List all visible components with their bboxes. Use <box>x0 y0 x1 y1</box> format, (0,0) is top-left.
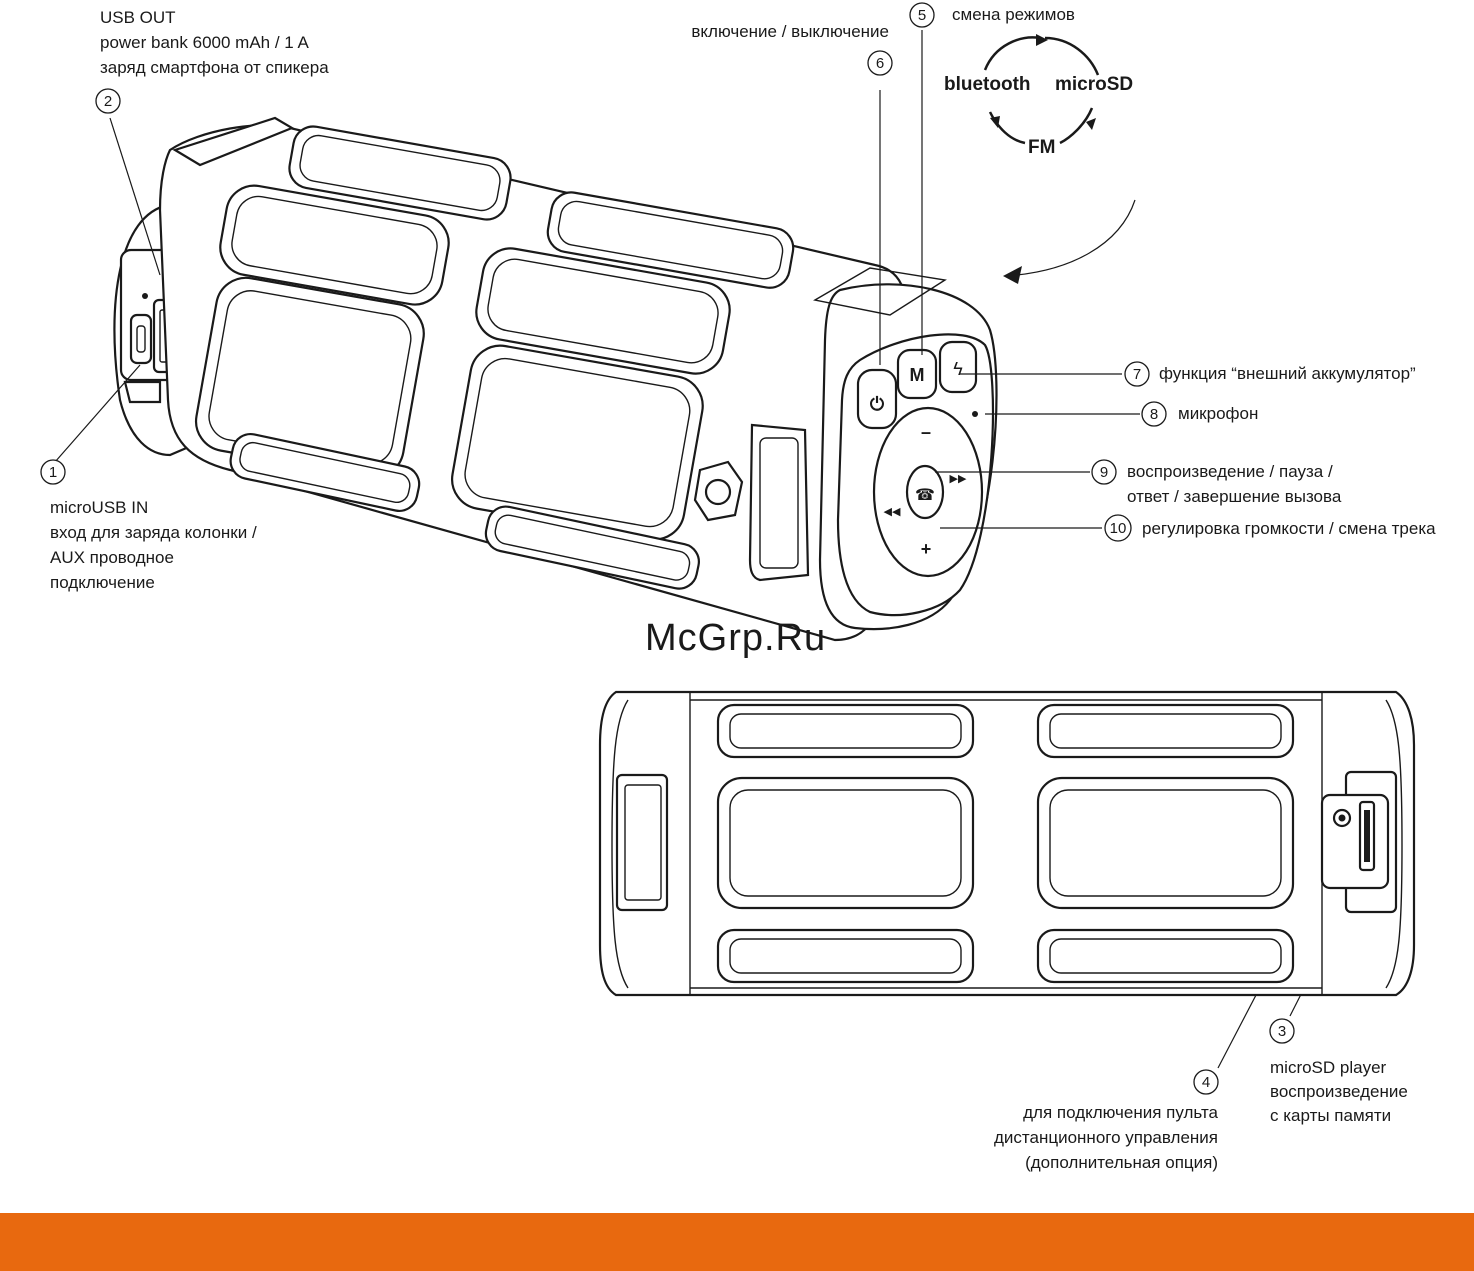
svg-text:9: 9 <box>1100 464 1108 481</box>
svg-text:⏻: ⏻ <box>870 394 885 414</box>
callout-8: 8 <box>1141 401 1167 427</box>
speaker-bottom-view <box>598 690 1416 997</box>
grill-top-1 <box>288 125 512 221</box>
lightning-icon: ϟ <box>953 359 963 379</box>
label-remote-line3: (дополнительная опция) <box>1025 1153 1218 1172</box>
text-labels: USB OUT power bank 6000 mAh / 1 A заряд … <box>50 5 1436 1172</box>
left-clip <box>615 773 669 912</box>
label-remote-line1: для подключения пульта <box>1023 1103 1218 1122</box>
label-microsd-line2: воспроизведение <box>1270 1082 1408 1101</box>
bottom-grill-low-right <box>1036 928 1295 984</box>
label-microusb-line2: вход для заряда колонки / <box>50 523 257 542</box>
label-microphone: микрофон <box>1178 404 1258 423</box>
callout-9: 9 <box>1091 459 1117 485</box>
grill-bottom-2 <box>484 505 700 590</box>
svg-text:6: 6 <box>876 55 884 72</box>
label-usb-out-line2: power bank 6000 mAh / 1 A <box>100 33 310 52</box>
grill-upper-1 <box>219 184 450 306</box>
label-microusb-title: microUSB IN <box>50 498 148 517</box>
callout-5: 5 <box>909 2 935 28</box>
bottom-grill-top-right <box>1036 703 1295 759</box>
previous-track-icon: ◀◀ <box>884 506 901 518</box>
microphone-hole <box>972 411 978 417</box>
grill-top-2 <box>546 191 795 289</box>
mode-fm: FM <box>1028 137 1055 158</box>
grill-upper-2 <box>475 247 731 375</box>
microsd-panel <box>1320 793 1390 890</box>
label-volume: регулировка громкости / смена трека <box>1142 519 1436 538</box>
plus-icon: + <box>921 539 932 559</box>
power-button[interactable]: ⏻ <box>856 368 898 430</box>
bottom-body <box>598 690 1416 997</box>
label-play-line1: воспроизведение / пауза / <box>1127 462 1333 481</box>
watermark: McGrp.Ru <box>645 617 826 659</box>
speaker-perspective-view: ⏻ M ϟ ☎ – + ◀◀ ▶▶ <box>113 116 1136 642</box>
callout-10: 10 <box>1104 514 1132 542</box>
mode-button-label: M <box>910 365 925 385</box>
microusb-port <box>129 313 153 365</box>
callout-4: 4 <box>1193 1069 1219 1095</box>
play-pause-icon: ☎ <box>915 487 935 504</box>
mode-microsd: microSD <box>1055 74 1133 95</box>
svg-text:3: 3 <box>1278 1023 1286 1040</box>
mode-bluetooth: bluetooth <box>944 74 1031 95</box>
footer-accent-bar <box>0 1213 1474 1271</box>
label-microusb-line4: подключение <box>50 573 155 592</box>
next-track-icon: ▶▶ <box>950 473 967 485</box>
svg-text:7: 7 <box>1133 366 1141 383</box>
label-mode-change: смена режимов <box>952 5 1075 24</box>
callout-2: 2 <box>95 88 121 114</box>
minus-icon: – <box>921 422 931 442</box>
label-remote-line2: дистанционного управления <box>994 1128 1218 1147</box>
bottom-grill-mid-left <box>716 776 975 910</box>
svg-text:1: 1 <box>49 464 57 481</box>
svg-text:10: 10 <box>1110 520 1127 537</box>
control-pad[interactable]: ☎ – + ◀◀ ▶▶ <box>872 406 984 578</box>
label-microusb-line3: AUX проводное <box>50 548 174 567</box>
label-play-line2: ответ / завершение вызова <box>1127 487 1342 506</box>
label-power: включение / выключение <box>691 22 889 41</box>
callout-1: 1 <box>40 459 66 485</box>
bottom-grill-top-left <box>716 703 975 759</box>
svg-text:8: 8 <box>1150 406 1158 423</box>
grill-bottom-1 <box>229 432 421 512</box>
svg-text:4: 4 <box>1202 1074 1210 1091</box>
label-usb-out-line3: заряд смартфона от спикера <box>100 58 329 77</box>
bottom-grill-mid-right <box>1036 776 1295 910</box>
label-microsd-title: microSD player <box>1270 1058 1387 1077</box>
callout-3: 3 <box>1269 1018 1295 1044</box>
callout-numbers: 1 2 3 4 5 6 7 8 9 10 <box>40 2 1295 1095</box>
mode-cycle-diagram: bluetooth microSD FM <box>944 34 1133 158</box>
svg-text:5: 5 <box>918 7 926 24</box>
label-power-bank: функция “внешний аккумулятор” <box>1159 364 1416 383</box>
callout-7: 7 <box>1124 361 1150 387</box>
strap-mount <box>693 460 744 522</box>
svg-text:2: 2 <box>104 93 112 110</box>
mode-button[interactable]: M <box>896 348 938 400</box>
label-usb-out-title: USB OUT <box>100 8 176 27</box>
bottom-grill-low-left <box>716 928 975 984</box>
label-microsd-line3: с карты памяти <box>1270 1106 1391 1125</box>
callout-6: 6 <box>867 50 893 76</box>
powerbank-button[interactable]: ϟ <box>938 340 978 394</box>
